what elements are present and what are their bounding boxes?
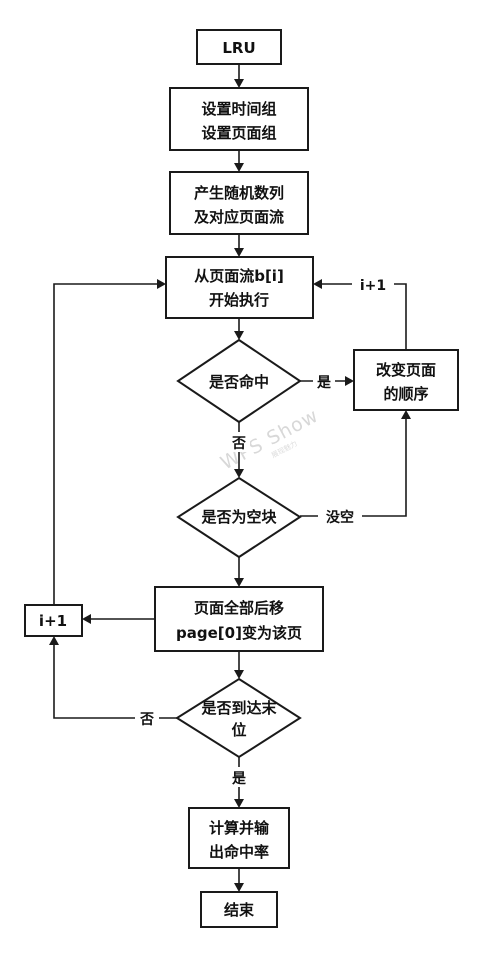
- node-end-check-line-1: 是否到达末: [200, 699, 277, 717]
- node-end-check: 是否到达末 位: [175, 677, 302, 759]
- label-empty-no: 没空: [326, 509, 354, 526]
- node-calc-line-1: 计算并输: [209, 819, 270, 837]
- arrowhead: [234, 799, 244, 808]
- edge-empty-change: [300, 418, 407, 517]
- node-setup-box: [169, 87, 309, 151]
- label-bg: [318, 506, 362, 526]
- arrowhead: [401, 410, 411, 419]
- node-calc: 计算并输 出命中率: [188, 807, 290, 869]
- label-loop-inc: i+1: [360, 278, 386, 294]
- edge-change-stream: [321, 283, 407, 350]
- node-stream-line-1: 从页面流b[i]: [194, 267, 284, 285]
- label-end-yes: 是: [232, 771, 247, 787]
- label-end-no: 否: [139, 712, 154, 728]
- node-hit-label: 是否命中: [208, 373, 269, 391]
- node-finish: 结束: [200, 891, 278, 928]
- arrowhead: [82, 614, 91, 624]
- node-inc-label: i+1: [39, 612, 67, 630]
- node-end-check-line-2: 位: [231, 721, 246, 739]
- arrowhead: [234, 79, 244, 88]
- edge-labels: 是 否 没空 i+1 否 是: [135, 274, 394, 787]
- arrowhead: [234, 248, 244, 257]
- label-bg: [313, 371, 335, 391]
- arrowhead: [345, 376, 354, 386]
- node-finish-label: 结束: [224, 901, 255, 919]
- node-end-check-diamond: [175, 677, 302, 759]
- label-bg: [228, 432, 250, 452]
- node-empty-label: 是否为空块: [200, 508, 277, 526]
- node-inc: i+1: [24, 604, 83, 637]
- node-empty-diamond: [176, 476, 302, 559]
- node-start-box: [196, 29, 282, 65]
- edge-endcheck-inc: [53, 644, 177, 719]
- node-shift-box: [154, 586, 324, 652]
- label-hit-yes: 是: [317, 375, 332, 391]
- node-start-label: LRU: [222, 39, 255, 57]
- node-stream-box: [165, 256, 314, 319]
- arrowhead: [234, 331, 244, 340]
- arrowhead: [157, 279, 166, 289]
- arrowhead: [234, 883, 244, 892]
- node-generate-box: [169, 171, 309, 235]
- arrowhead: [234, 469, 244, 478]
- label-bg: [135, 708, 159, 728]
- arrowhead: [234, 163, 244, 172]
- node-calc-box: [188, 807, 290, 869]
- node-hit-diamond: [176, 338, 302, 424]
- node-finish-box: [200, 891, 278, 928]
- label-bg: [352, 274, 394, 294]
- node-setup: 设置时间组 设置页面组: [169, 87, 309, 151]
- node-start: LRU: [196, 29, 282, 65]
- arrowhead: [234, 670, 244, 679]
- node-generate-line-1: 产生随机数列: [194, 184, 284, 202]
- node-empty: 是否为空块: [176, 476, 302, 559]
- arrowhead: [49, 636, 59, 645]
- node-change-box: [353, 349, 459, 411]
- node-hit: 是否命中: [176, 338, 302, 424]
- label-hit-no: 否: [231, 436, 246, 452]
- node-calc-line-2: 出命中率: [209, 843, 269, 861]
- node-change-line-1: 改变页面: [376, 361, 436, 379]
- node-generate-line-2: 及对应页面流: [194, 208, 284, 226]
- node-change-line-2: 的顺序: [383, 385, 428, 403]
- node-change: 改变页面 的顺序: [353, 349, 459, 411]
- node-stream: 从页面流b[i] 开始执行: [165, 256, 314, 319]
- arrowhead: [234, 578, 244, 587]
- node-setup-line-1: 设置时间组: [201, 100, 276, 118]
- node-generate: 产生随机数列 及对应页面流: [169, 171, 309, 235]
- node-shift-line-2: page[0]变为该页: [176, 624, 302, 642]
- label-bg: [228, 767, 250, 787]
- edge-inc-stream: [53, 283, 158, 605]
- arrowhead: [313, 279, 322, 289]
- node-stream-line-2: 开始执行: [209, 291, 269, 309]
- node-setup-line-2: 设置页面组: [201, 124, 276, 142]
- node-inc-box: [24, 604, 83, 637]
- node-shift: 页面全部后移 page[0]变为该页: [154, 586, 324, 652]
- node-shift-line-1: 页面全部后移: [194, 599, 284, 617]
